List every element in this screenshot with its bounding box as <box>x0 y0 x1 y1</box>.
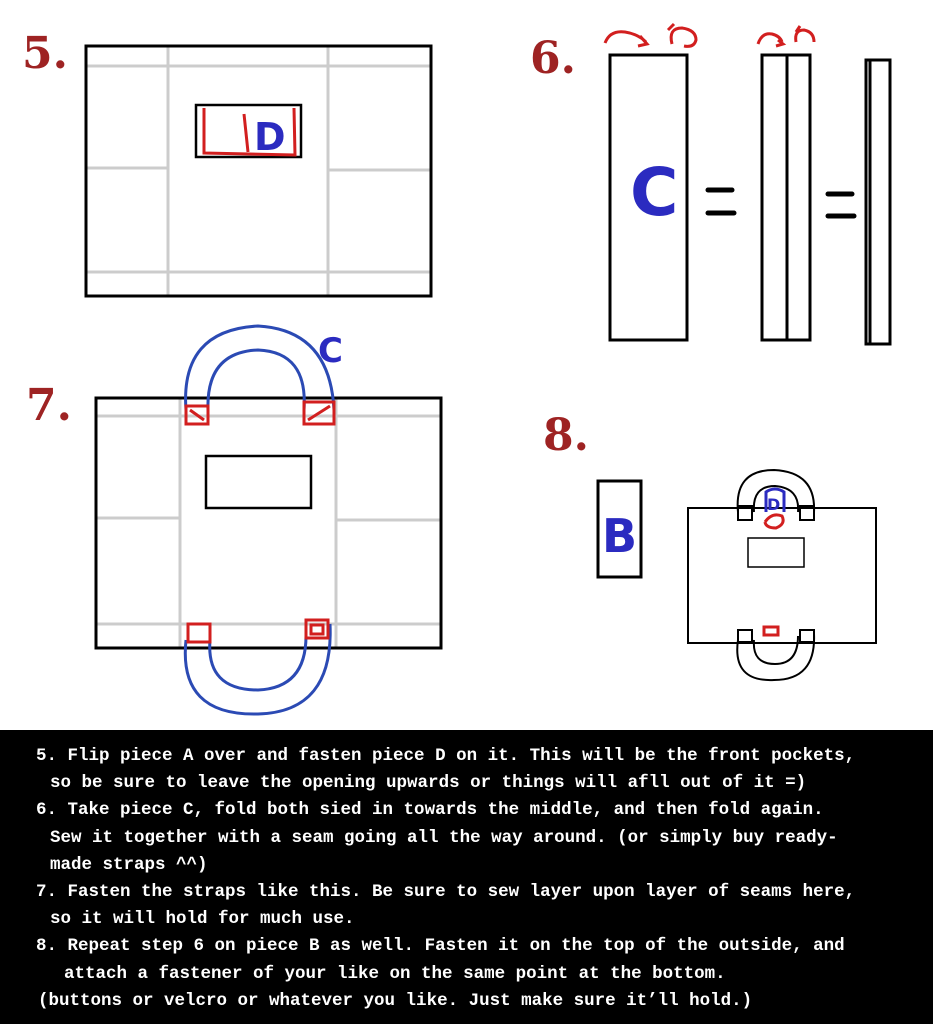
step-7-pocket <box>204 454 313 510</box>
step-7-panel: 7. C <box>26 324 443 716</box>
instruction-line: attach a fastener of your like on the sa… <box>64 963 726 984</box>
top-strap-handle <box>184 324 336 411</box>
instruction-line: made straps ^^) <box>50 854 208 875</box>
step-8-pocket <box>747 537 805 568</box>
step-8-top-letter: D <box>767 495 780 514</box>
step-6-strap-flat <box>608 53 689 342</box>
instructions-panel: 5. Flip piece A over and fasten piece D … <box>0 730 933 1024</box>
step-7-bag-body <box>94 396 443 650</box>
step-8-bottom-strap <box>736 629 816 682</box>
equals-sign-icon <box>705 187 737 216</box>
bottom-strap-handle <box>183 623 332 716</box>
instruction-line: 7. Fasten the straps like this. Be sure … <box>36 882 856 903</box>
instruction-line: (buttons or velcro or whatever you like.… <box>38 990 753 1011</box>
step-5-pocket-d <box>194 103 303 159</box>
equals-sign-icon-2 <box>825 191 857 219</box>
fold-arrow-icon <box>603 22 816 48</box>
step-8-closure-tab <box>764 487 786 512</box>
step-6-panel: 6. C <box>530 22 892 346</box>
step-8-piece-letter: B <box>602 509 637 563</box>
step-8-bag-body <box>687 507 877 644</box>
instruction-line: 5. Flip piece A over and fasten piece D … <box>36 746 856 766</box>
step-5-number: 5. <box>22 28 68 79</box>
strap-attachment-stitch <box>184 400 336 644</box>
step-6-strap-folded <box>760 53 812 342</box>
step-8-top-strap <box>736 468 816 521</box>
step-8-panel: 8. B D <box>543 410 877 682</box>
step-8-piece-b <box>596 479 643 579</box>
instruction-line: so be sure to leave the opening upwards … <box>50 773 807 794</box>
instruction-line: 6. Take piece C, fold both sied in towar… <box>36 800 824 821</box>
fastener-icon <box>762 513 785 637</box>
step-6-strap-final <box>864 58 892 346</box>
step-7-strap-letter: C <box>318 331 343 371</box>
instruction-line: 8. Repeat step 6 on piece B as well. Fas… <box>36 936 845 957</box>
step-7-seams <box>96 398 440 648</box>
step-6-strap-letter: C <box>630 154 678 231</box>
step-8-number: 8. <box>543 410 589 461</box>
step-5-seams <box>86 46 430 296</box>
step-5-panel: 5. D <box>22 28 433 298</box>
sewing-diagram: 5. D 6. C <box>22 22 892 716</box>
instruction-line: so it will hold for much use. <box>50 909 355 930</box>
step-5-bag-body <box>84 44 433 298</box>
step-7-number: 7. <box>26 380 72 431</box>
step-5-pocket-stitch <box>202 107 297 157</box>
step-5-pocket-letter: D <box>254 115 286 159</box>
instruction-line: Sew it together with a seam going all th… <box>50 827 838 848</box>
step-6-number: 6. <box>530 33 576 84</box>
